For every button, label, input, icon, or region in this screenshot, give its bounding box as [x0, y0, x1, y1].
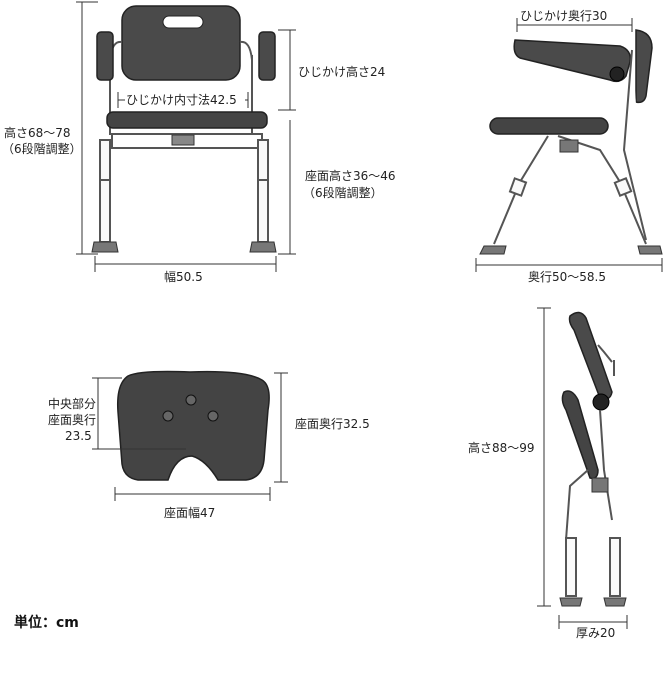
seat-height-label: 座面高さ36～46 — [305, 168, 396, 183]
thickness-label: 厚み20 — [576, 626, 615, 640]
center-depth-value: 23.5 — [65, 429, 92, 443]
seat-height-note: （6段階調整） — [303, 185, 383, 200]
height-note: （6段階調整） — [2, 141, 82, 156]
seat-hole — [162, 410, 174, 422]
armrest-depth-label: ひじかけ奥行30 — [520, 9, 607, 23]
folded-leg — [609, 537, 621, 597]
folded-armrest — [568, 311, 613, 400]
seat-top-shape — [116, 370, 270, 481]
seat-hole — [185, 394, 197, 406]
armrest-height-label: ひじかけ高さ24 — [298, 64, 385, 79]
folded-view: 高さ88～99 厚み20 — [468, 307, 628, 640]
seat-hole — [207, 410, 219, 422]
front-view: ひじかけ内寸法42.5 高さ68～78 （6段階調整） ひじかけ高さ24 座面高… — [2, 1, 396, 284]
left-leg — [99, 179, 111, 243]
right-leg — [257, 179, 269, 243]
width-label: 幅50.5 — [164, 269, 203, 284]
right-armrest — [258, 31, 276, 81]
backrest-handle — [162, 15, 204, 29]
center-label-line2: 座面奥行 — [48, 412, 96, 427]
height-label: 高さ68～78 — [4, 125, 71, 140]
side-rear-leg — [557, 135, 647, 245]
folded-seat — [561, 390, 599, 480]
side-backrest — [635, 29, 653, 104]
side-seat — [489, 117, 609, 135]
folded-leg — [565, 537, 577, 597]
seat-top-view: 中央部分 座面奥行 23.5 座面奥行32.5 座面幅47 — [48, 370, 370, 520]
left-armrest — [96, 31, 114, 81]
center-label-line1: 中央部分 — [48, 396, 96, 411]
folded-height-label: 高さ88～99 — [468, 440, 535, 455]
seat-front — [106, 111, 268, 129]
depth-label: 奥行50～58.5 — [528, 270, 606, 284]
backrest — [121, 5, 241, 81]
seat-depth-label: 座面奥行32.5 — [295, 416, 370, 431]
seat-width-label: 座面幅47 — [164, 505, 215, 520]
unit-label: 単位：cm — [14, 614, 79, 631]
side-view: ひじかけ奥行30 奥行50～58.5 — [475, 9, 663, 284]
armrest-inner-label: ひじかけ内寸法42.5 — [126, 93, 237, 107]
